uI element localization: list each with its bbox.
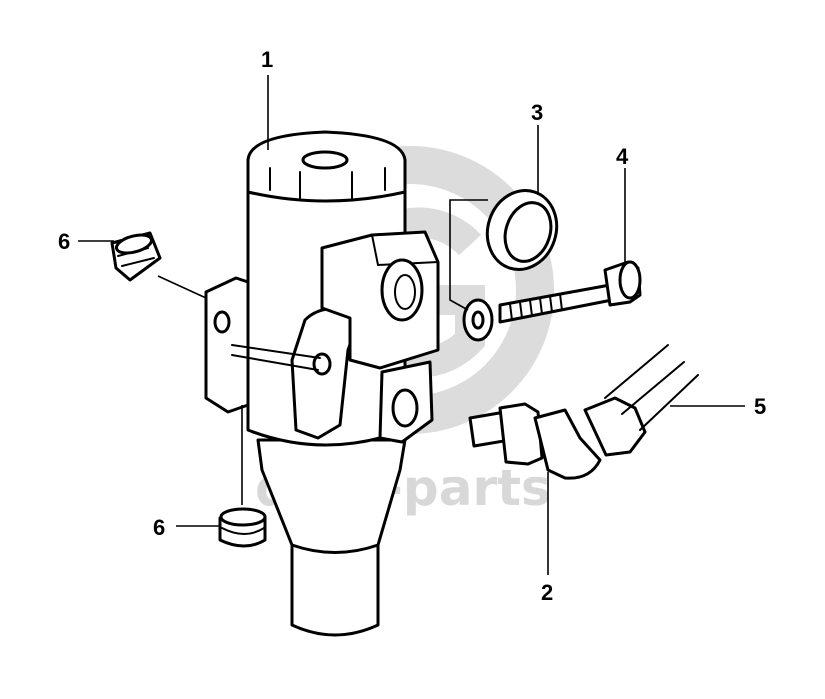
washer (462, 298, 494, 342)
callout-2: 2 (541, 580, 553, 605)
leader-lines (78, 75, 745, 575)
part-5-hose (604, 344, 699, 431)
part-6-plug-upper (110, 231, 162, 282)
part-4-bolt (498, 260, 642, 324)
group-bracket (449, 199, 488, 311)
callout-1: 1 (261, 47, 273, 72)
part-1-valve-body (204, 130, 440, 637)
leader-6-shared (157, 275, 243, 505)
callout-3: 3 (531, 100, 543, 125)
callout-5: 5 (754, 394, 766, 419)
callout-6-lower: 6 (153, 515, 165, 540)
callout-4: 4 (616, 144, 629, 169)
part-6-plug-lower (218, 507, 267, 548)
part-3-seal-ring (485, 189, 559, 271)
part-2-elbow-fitting (468, 396, 647, 480)
callout-6-upper: 6 (58, 229, 70, 254)
callout-labels: 1 2 3 4 5 6 6 (58, 47, 766, 605)
